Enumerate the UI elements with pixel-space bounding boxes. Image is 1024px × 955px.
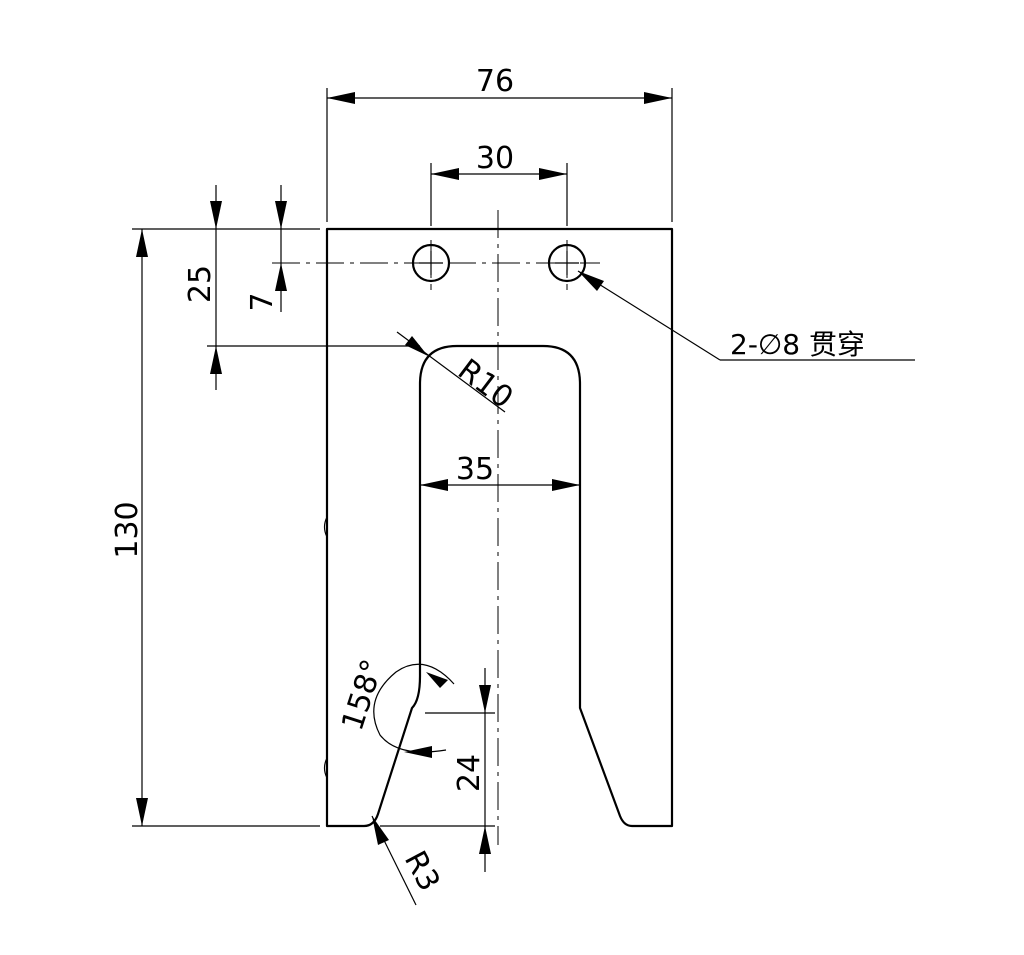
dimension-35-label: 35 [456,452,494,487]
dimension-130-label: 130 [110,501,145,558]
dimension-24-label: 24 [452,754,487,792]
radius-r10-callout: R10 [396,331,519,416]
angle-158-dimension: 158° [335,655,455,758]
dimension-7-label: 7 [245,292,280,311]
hole-note-callout: 2-∅8 贯穿 [577,270,915,361]
dimension-30: 30 [430,141,568,226]
hole-note-label: 2-∅8 贯穿 [730,328,865,361]
part-outline [325,227,674,828]
dimension-25: 25 [183,185,420,390]
radius-r3-label: R3 [397,845,447,897]
radius-r10-label: R10 [451,352,519,415]
dimension-30-label: 30 [476,141,514,176]
angle-158-label: 158° [335,655,391,735]
dimension-130: 130 [110,228,320,827]
dimension-25-label: 25 [183,265,218,303]
dimension-76-label: 76 [476,64,514,99]
edge-mark-lower [323,757,328,779]
dimension-24: 24 [380,668,495,872]
dimension-76: 76 [326,64,673,222]
dimension-35: 35 [420,452,580,491]
radius-r3-callout: R3 [371,815,447,906]
dimension-7: 7 [245,185,287,312]
edge-mark-upper [323,516,328,538]
